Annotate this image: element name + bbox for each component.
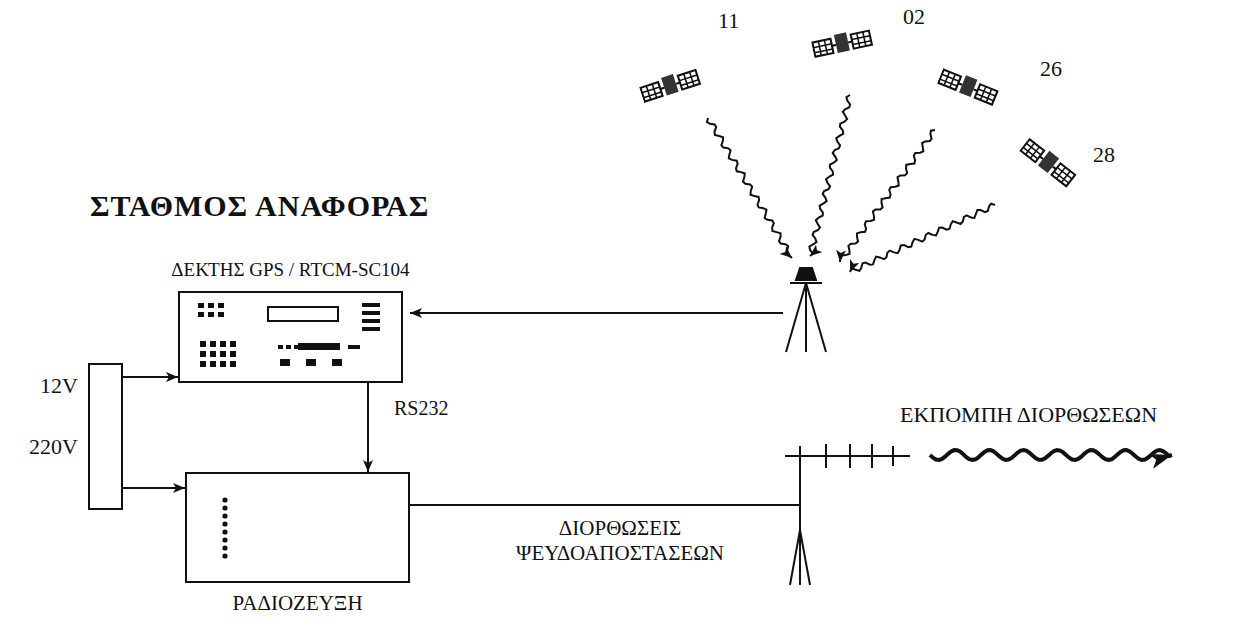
broadcast-label: ΕΚΠΟΜΠΗ ΔΙΟΡΘΩΣΕΩΝ — [900, 402, 1157, 428]
box-caption: ΡΑΔΙΟΖΕΥΞΗ — [232, 591, 362, 615]
feed-line — [410, 504, 800, 506]
signal-ray — [850, 204, 995, 272]
station-title: ΣΤΑΘΜΟΣ ΑΝΑΦΟΡΑΣ — [90, 188, 429, 224]
radio-indicators — [187, 474, 408, 581]
connector-arrow — [123, 376, 178, 378]
signal-ray — [840, 130, 935, 262]
transmit-antenna — [785, 444, 910, 585]
signal-ray — [707, 118, 792, 258]
radio-link-box: ΡΑΔΙΟΖΕΥΞΗ — [185, 472, 410, 583]
satellite-number: 11 — [718, 8, 739, 34]
gps-receiver-box: ΔΕΚΤΗΣ GPS / RTCM-SC104 — [178, 291, 403, 383]
box-caption: ΔΕΚΤΗΣ GPS / RTCM-SC104 — [171, 259, 409, 281]
connector-arrow — [367, 383, 369, 472]
voltage-label: 12V — [40, 373, 78, 398]
line-label: ΔΙΟΡΘΩΣΕΙΣ ΨΕΥΔΟΑΠΟΣΤΑΣΕΩΝ — [470, 516, 770, 566]
broadcast-wave — [930, 450, 1172, 460]
signal-label: RS232 — [392, 396, 450, 420]
satellite-number: 26 — [1040, 56, 1062, 82]
voltage-label: 220V — [29, 434, 78, 459]
power-supply-box: 12V220V — [88, 363, 123, 510]
satellite-number: 02 — [903, 4, 925, 30]
signal-ray — [809, 95, 850, 256]
connector-arrow — [123, 487, 185, 489]
antenna-cable — [410, 312, 783, 314]
satellite-number: 28 — [1093, 142, 1115, 168]
gps-antenna — [786, 268, 826, 352]
signal-waves — [707, 95, 1172, 460]
satellites — [639, 28, 1077, 188]
receiver-panel — [180, 293, 401, 381]
